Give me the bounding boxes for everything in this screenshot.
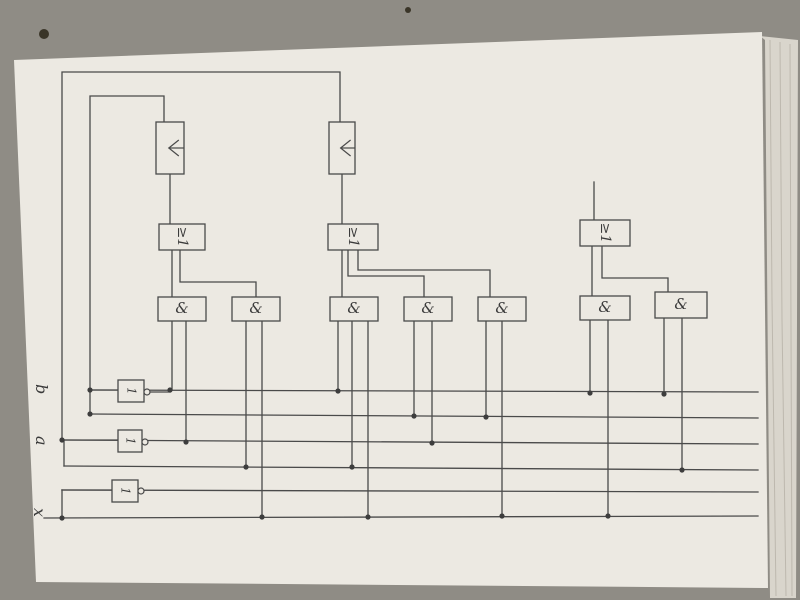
and-gate-1: & xyxy=(157,296,207,322)
wire xyxy=(43,515,759,519)
junction-dot xyxy=(365,514,371,520)
paper-sheet xyxy=(14,32,768,588)
wire xyxy=(63,465,759,471)
wire xyxy=(61,71,341,441)
not-gate-b-label: 1 xyxy=(125,387,139,395)
or-gate-3: ≥1 xyxy=(579,219,631,247)
not-gate-a: 1 xyxy=(117,429,143,453)
wiring xyxy=(43,71,759,519)
junction-dot xyxy=(59,515,65,521)
junction-dot xyxy=(499,513,505,519)
inverter-bubble xyxy=(141,438,149,446)
junction-dot xyxy=(87,387,93,393)
paper-stack-edge xyxy=(760,36,798,598)
or-gate-2-label: ≥1 xyxy=(345,227,361,248)
not-gate-b: 1 xyxy=(117,379,145,403)
input-label-a: a xyxy=(32,436,51,446)
flip-flop-1 xyxy=(155,121,185,175)
wire xyxy=(347,249,425,298)
junction-dot xyxy=(411,413,417,419)
junction-dot xyxy=(259,514,265,520)
wire xyxy=(601,245,669,293)
and-gate-7: & xyxy=(654,291,708,319)
junction-dot xyxy=(335,388,341,394)
wire xyxy=(89,413,759,419)
inverter-bubble xyxy=(143,388,151,396)
wire xyxy=(357,249,491,298)
and-gate-6: & xyxy=(579,295,631,321)
not-gate-x: 1 xyxy=(111,479,139,503)
and-gate-4-label: & xyxy=(421,299,434,317)
and-gate-7-label: & xyxy=(674,295,687,313)
table-stain xyxy=(405,7,411,13)
and-gate-3: & xyxy=(329,296,379,322)
junction-dot xyxy=(429,440,435,446)
flip-flop-2 xyxy=(328,121,356,175)
and-gate-5: & xyxy=(477,296,527,322)
or-gate-1-label: ≥1 xyxy=(174,227,190,248)
gates: ≥1 & & ≥1 & & & ≥1 & & 1 1 1 xyxy=(111,121,708,503)
paper-stack-lines xyxy=(779,41,787,597)
or-gate-1: ≥1 xyxy=(158,223,206,251)
junction-dot xyxy=(349,464,355,470)
junction-dot xyxy=(679,467,685,473)
input-label-x: x xyxy=(30,508,49,517)
junction-dot xyxy=(87,411,93,417)
and-gate-2-label: & xyxy=(249,299,262,317)
inverter-bubble xyxy=(137,487,145,495)
junction-dot xyxy=(605,513,611,519)
and-gate-6-label: & xyxy=(598,298,611,316)
junction-dot xyxy=(59,437,65,443)
and-gate-5-label: & xyxy=(495,299,508,317)
junction-dot xyxy=(483,414,489,420)
junction-dot xyxy=(587,390,593,396)
not-gate-a-label: 1 xyxy=(124,437,138,445)
junction-dot xyxy=(183,439,189,445)
wire xyxy=(61,489,759,493)
or-gate-2: ≥1 xyxy=(327,223,379,251)
wire xyxy=(61,439,759,445)
input-label-b: b xyxy=(32,384,51,394)
or-gate-3-label: ≥1 xyxy=(597,223,613,244)
wire xyxy=(179,249,257,298)
paper-stack-lines xyxy=(769,39,777,597)
table-stain xyxy=(39,29,49,39)
paper-stack-lines xyxy=(789,43,793,597)
junction-dots xyxy=(59,387,685,521)
wire xyxy=(89,389,759,393)
junction-dot xyxy=(661,391,667,397)
and-gate-4: & xyxy=(403,296,453,322)
and-gate-3-label: & xyxy=(347,299,360,317)
not-gate-x-label: 1 xyxy=(119,487,133,495)
and-gate-1-label: & xyxy=(175,299,188,317)
junction-dot xyxy=(243,464,249,470)
junction-dot xyxy=(167,387,173,393)
and-gate-2: & xyxy=(231,296,281,322)
wire xyxy=(89,95,165,391)
